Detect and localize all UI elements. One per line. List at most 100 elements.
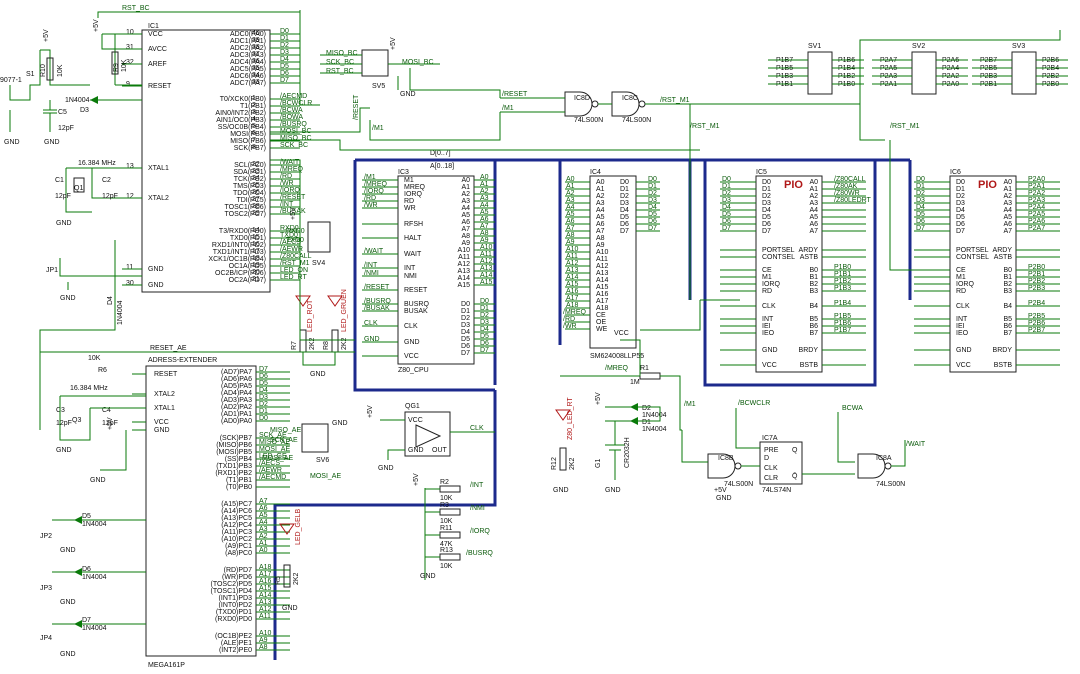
- ic1-pin-label: ADC3(PA3): [230, 52, 266, 59]
- ic2-pin-label: (TOSC1)PD4: [211, 588, 253, 595]
- sram-left-pin: A11: [596, 256, 608, 263]
- z80-left-net: /BUSAK: [364, 305, 390, 312]
- sram-left-pin: A18: [596, 305, 609, 312]
- ic2-pin-label: (A9)PC1: [225, 543, 252, 550]
- svg-text:+5V: +5V: [290, 207, 297, 220]
- sram-left-pin: WE: [596, 326, 608, 333]
- ic1-pin-number: 27: [252, 196, 260, 203]
- svg-text:CLK: CLK: [470, 425, 484, 432]
- z80-right-net: A6: [480, 216, 489, 223]
- sram-data-net: D7: [648, 225, 657, 232]
- pio-data-net: D3: [916, 197, 925, 204]
- sv4-header: RXD0 TXD0 SV4 +5V: [286, 207, 331, 267]
- sram-data-net: D6: [648, 218, 657, 225]
- z80-left-pin: GND: [404, 339, 420, 346]
- svg-text:D1: D1: [642, 419, 651, 426]
- ic1-pin-label: TDO(PC4): [233, 190, 266, 197]
- pio-port-net: P2A6: [1028, 218, 1045, 225]
- ic1-net-label: /AEWR: [280, 246, 303, 253]
- ic1-net-label: D0: [280, 28, 289, 35]
- ic1-net-label: /BUSAK: [280, 208, 306, 215]
- ic1-pin-number: 19: [252, 262, 260, 269]
- pio-left-pin: D6: [762, 221, 771, 228]
- ic1-pin-number: 20: [252, 269, 260, 276]
- z80-right-pin: A11: [458, 254, 470, 261]
- svg-text:+5V: +5V: [714, 487, 727, 494]
- ic2-pin-label: (SS)PB4: [225, 456, 252, 463]
- z80-right-net: A7: [480, 223, 489, 230]
- svg-text:10K: 10K: [440, 563, 453, 570]
- svg-text:MISO_AE: MISO_AE: [270, 427, 301, 434]
- z80-right-pin: D6: [461, 343, 470, 350]
- sram-addr-net: A2: [566, 190, 575, 197]
- svg-text:IC7A: IC7A: [762, 435, 778, 442]
- ic2-net-label: A18: [259, 564, 272, 571]
- ic1-net-label: D6: [280, 70, 289, 77]
- pio-right-pin: ARDY: [799, 247, 819, 254]
- svg-text:1N4004: 1N4004: [642, 426, 667, 433]
- sram-addr-net: A4: [566, 204, 575, 211]
- pio-left-pin: PORTSEL: [762, 247, 795, 254]
- jumpers: JP2 JP3 JP4 D5 D6 D7 1N4004 1N4004 1N400…: [40, 513, 146, 658]
- svg-text:LED_GELB: LED_GELB: [295, 508, 302, 545]
- ic1-pin-label: T3/RXD0(PD0): [219, 228, 266, 235]
- ic2-pin-label: (A12)PC4: [221, 522, 252, 529]
- pio-port-net: P1B6: [834, 320, 851, 327]
- ic1-microcontroller: IC1 VCC10AVCC31AREF32RESET9XTAL113XTAL21…: [97, 5, 320, 293]
- rst-bc-net: RST_BC: [122, 5, 150, 12]
- pio-left-pin: IEO: [762, 330, 775, 337]
- z80-right-pin: A4: [461, 205, 470, 212]
- ic2-pin-label: (AD1)PA1: [221, 411, 252, 418]
- svg-text:2K2: 2K2: [293, 572, 300, 585]
- ic1-net-label: /AECS: [280, 239, 301, 246]
- z80-right-pin: A1: [461, 184, 470, 191]
- ic1-pin-number: 14: [252, 227, 260, 234]
- ic2-pin-label: (TXD1)PB3: [216, 463, 252, 470]
- ic1-net-label: /BUSRQ: [280, 121, 307, 128]
- ic2-pin-label: (ALE)PE1: [221, 640, 252, 647]
- pio-data-net: D7: [722, 225, 731, 232]
- ic2-net-label: A2: [259, 533, 268, 540]
- ic1-net-label: D3: [280, 49, 289, 56]
- ic2-net-label: A10: [259, 630, 272, 637]
- sram-addr-net: A15: [566, 281, 579, 288]
- ic2-net-label: MOSI_AE: [259, 446, 290, 453]
- z80-left-net: /RD: [364, 195, 376, 202]
- ic2-pin-label: (SCK)PB7: [220, 435, 252, 442]
- sram-addr-net: A8: [566, 232, 575, 239]
- ic2-net-label: D6: [259, 373, 268, 380]
- sram-addr-net: A11: [566, 253, 578, 260]
- pio-right-pin: A4: [1003, 207, 1012, 214]
- z80-right-net: D7: [480, 347, 489, 354]
- pio-port-net: P2A3: [1028, 197, 1045, 204]
- sram-left-pin: A9: [596, 242, 605, 249]
- sram-addr-net: A18: [566, 302, 579, 309]
- pio-right-pin: B2: [1003, 281, 1012, 288]
- ic1-pin-label: ADC5(PA5): [230, 66, 266, 73]
- pio-left-pin: M1: [956, 274, 966, 281]
- svg-text:R11: R11: [440, 525, 452, 532]
- ic1-pin-number: 17: [252, 248, 260, 255]
- ic1-left-num: 32: [126, 59, 134, 66]
- sram-data-net: D5: [648, 211, 657, 218]
- z80-right-net: A9: [480, 237, 489, 244]
- svg-text:/RESET: /RESET: [502, 91, 528, 98]
- pio-left-pin: D6: [956, 221, 965, 228]
- pio-left-pin: IORQ: [956, 281, 974, 288]
- pio-right-pin: A3: [1003, 200, 1012, 207]
- pullups: +5V R2 10K R3 10K R11 47K R13 10K /INT /…: [413, 473, 493, 580]
- svg-text:SV4: SV4: [312, 260, 325, 267]
- ic1-net-label: LED_ON: [280, 267, 308, 274]
- z80-right-net: D6: [480, 340, 489, 347]
- z80-left-pin: RFSH: [404, 221, 423, 228]
- svg-text:GND: GND: [90, 477, 106, 484]
- svg-text:S1: S1: [26, 71, 35, 78]
- svg-text:BCWA: BCWA: [842, 405, 863, 412]
- pio-right-pin: B1: [809, 274, 818, 281]
- svg-text:R5: R5: [275, 576, 282, 585]
- svg-text:C3: C3: [56, 407, 65, 414]
- ic2-left-pin: XTAL1: [154, 405, 175, 412]
- ic2-pin-label: (AD7)PA7: [221, 369, 252, 376]
